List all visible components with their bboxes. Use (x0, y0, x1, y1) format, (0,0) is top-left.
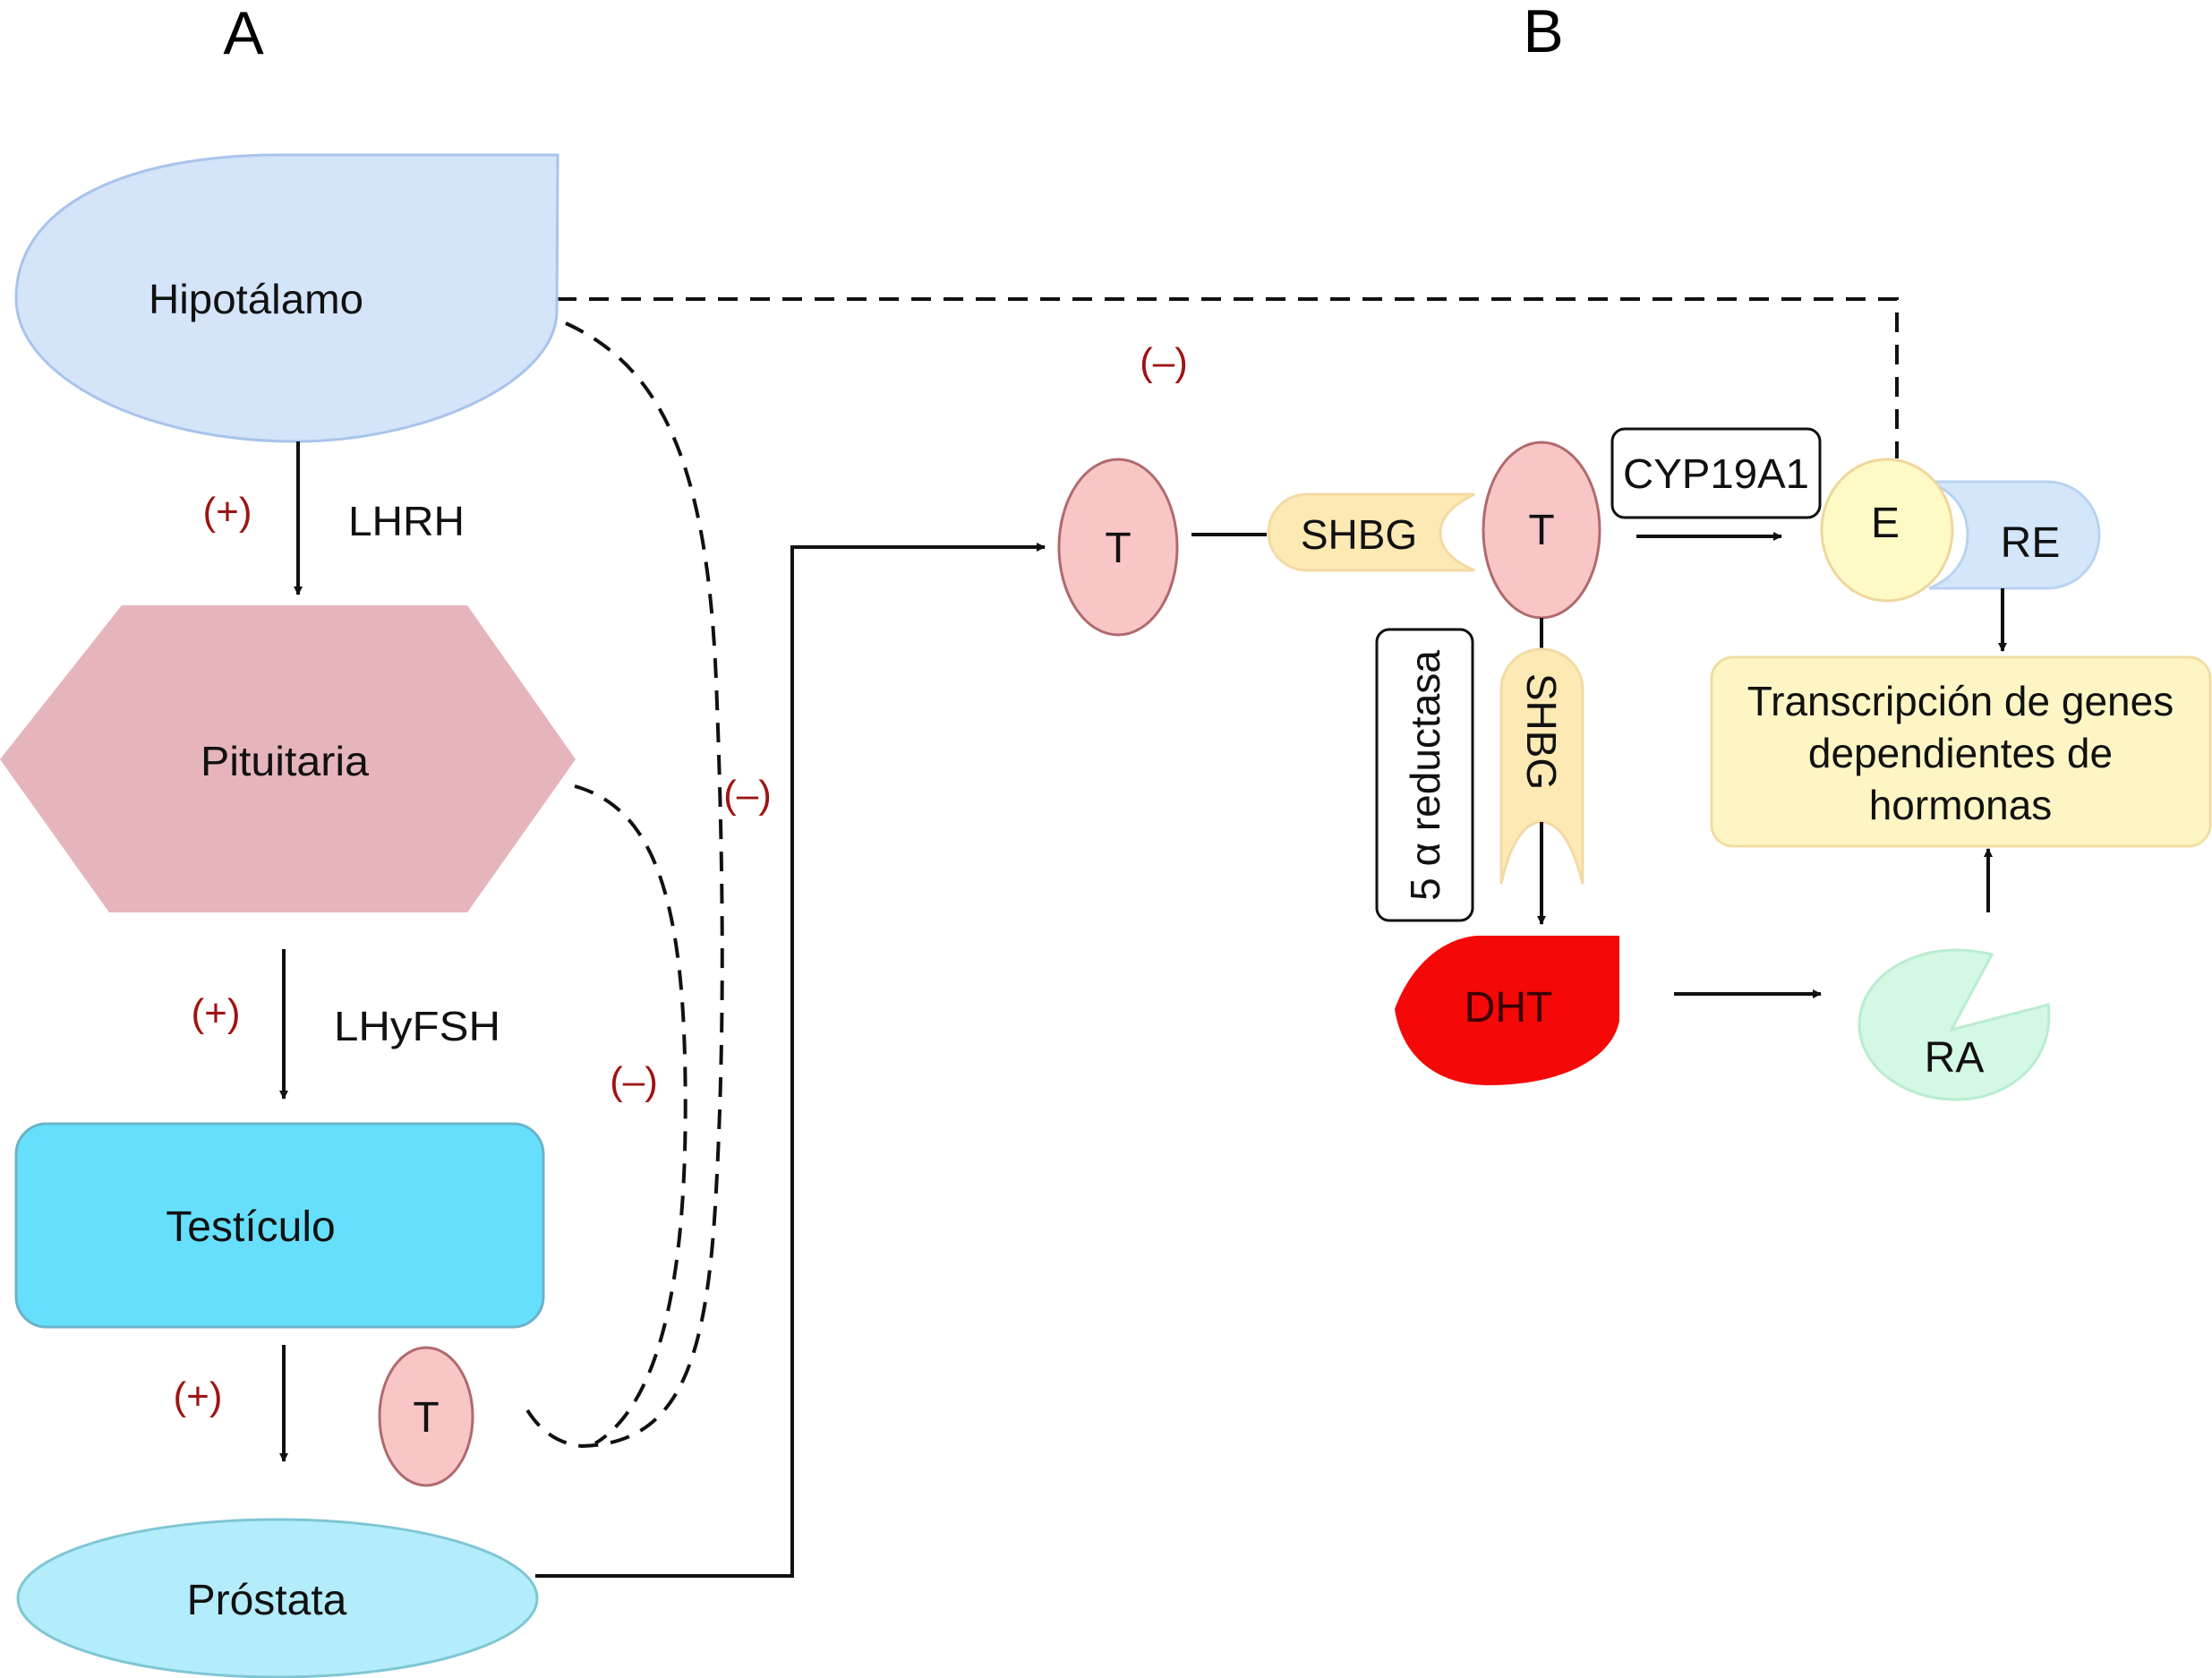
estrogen-receptor-node: RE (1928, 480, 2101, 590)
testicle-node: Testículo (14, 1122, 545, 1329)
transcription-node: Transcripción de genes dependientes de h… (1710, 655, 2212, 848)
pituitary-label: Pituitaria (201, 738, 369, 784)
shbg-vertical-node: SHBG (1499, 647, 1584, 885)
sign-testicle-to-prostate: (+) (174, 1374, 223, 1418)
sign-lhrh: (+) (203, 490, 252, 534)
testicle-shape (14, 1122, 545, 1329)
feedback-line-hypothalamus (522, 321, 724, 1449)
shbg-horizontal-label: SHBG (1301, 511, 1417, 558)
testosterone-free-shape (1057, 458, 1179, 637)
estrogen-label: E (1871, 500, 1900, 547)
shbg-horizontal-node: SHBG (1267, 492, 1475, 572)
dht-shape (1395, 936, 1619, 1085)
label-lhfsh: LHyFSH (334, 1003, 500, 1049)
sign-feedback-estrogen: (–) (1140, 340, 1188, 384)
prostate-node: Próstata (16, 1518, 539, 1678)
testosterone-node-a: T (378, 1346, 474, 1487)
pituitary-shape (0, 605, 576, 912)
enzyme-reductase: 5 α reductasa (1375, 628, 1474, 922)
panel-label-b: B (1523, 0, 1563, 65)
androgen-receptor-label: RA (1925, 1034, 1985, 1082)
dht-label: DHT (1465, 984, 1553, 1032)
estrogen-node: E (1820, 458, 1954, 603)
transcription-line-3: hormonas (1869, 782, 2053, 828)
enzyme-aromatase: CYP19A1 (1610, 427, 1822, 519)
connector-prostate-to-testosterone (535, 543, 1046, 1578)
transcription-line-1: Transcripción de genes (1747, 678, 2174, 724)
hypothalamus-node: Hipotálamo (14, 153, 559, 443)
androgen-receptor-shape (1858, 948, 2051, 1101)
transcription-box (1710, 655, 2212, 848)
estrogen-receptor-shape (1928, 480, 2101, 590)
testicle-label: Testículo (166, 1203, 335, 1251)
pituitary-node: Pituitaria (0, 605, 576, 912)
hypothalamus-label: Hipotálamo (149, 276, 363, 322)
enzyme-reductase-label: 5 α reductasa (1402, 650, 1448, 901)
transcription-line-2: dependientes de (1808, 730, 2113, 776)
testosterone-label: T (413, 1394, 439, 1442)
feedback-line-pituitary (574, 784, 688, 1445)
testosterone-free-label: T (1105, 525, 1131, 572)
testosterone-bound-label: T (1528, 507, 1554, 554)
label-lhrh: LHRH (348, 498, 465, 544)
prostate-label: Próstata (187, 1577, 347, 1624)
hypothalamus-shape (14, 153, 559, 443)
enzyme-aromatase-box (1610, 427, 1822, 519)
sign-feedback-hypothalamus: (–) (723, 773, 772, 817)
shbg-vertical-label: SHBG (1518, 673, 1565, 790)
estrogen-shape (1820, 458, 1954, 603)
testosterone-free-node: T (1057, 458, 1179, 637)
sign-feedback-pituitary: (–) (610, 1059, 658, 1103)
feedback-line-hypothalamus-to-estrogen (557, 297, 1899, 458)
enzyme-reductase-box (1375, 628, 1474, 922)
shbg-horizontal-shape (1267, 492, 1475, 572)
enzyme-aromatase-label: CYP19A1 (1623, 450, 1809, 497)
prostate-shape (16, 1518, 539, 1678)
panel-label-a: A (223, 0, 264, 67)
shbg-vertical-shape (1499, 647, 1584, 885)
dht-node: DHT (1395, 936, 1619, 1085)
androgen-receptor-node: RA (1858, 948, 2051, 1101)
estrogen-receptor-label: RE (2001, 519, 2061, 567)
testosterone-shape (378, 1346, 474, 1487)
testosterone-bound-node: T (1482, 441, 1601, 620)
sign-lhfsh: (+) (192, 991, 241, 1035)
